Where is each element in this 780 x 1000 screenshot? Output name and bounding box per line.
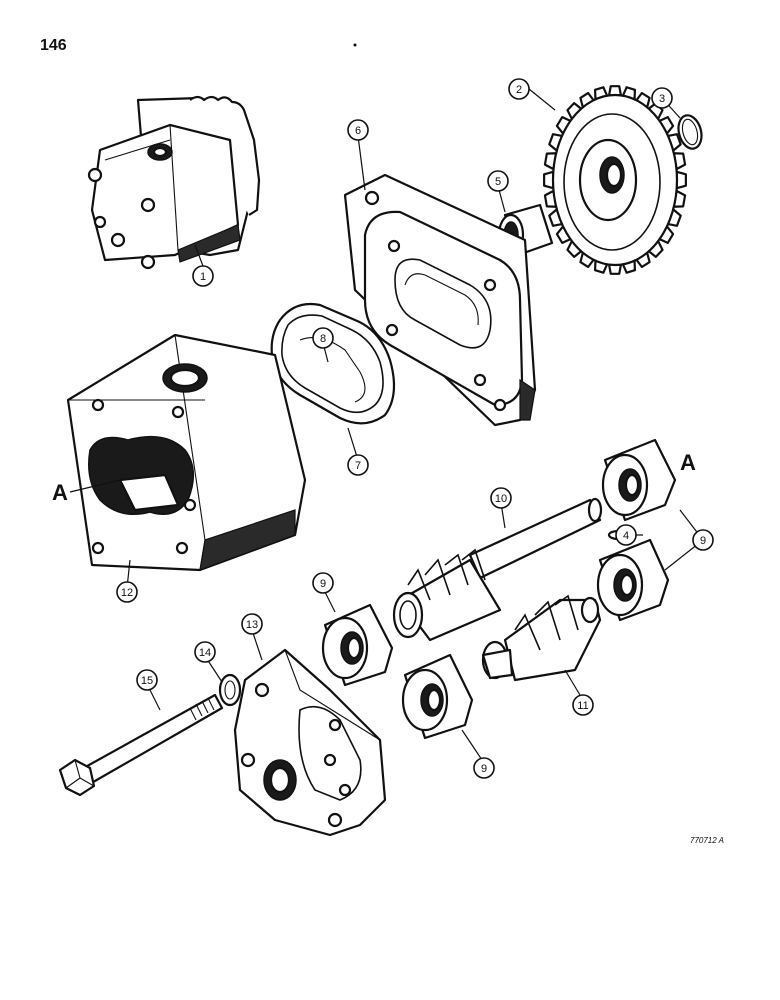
callout-label: 7 — [355, 460, 361, 472]
callout-label: 11 — [577, 700, 588, 712]
snap-ring-part-3 — [677, 114, 703, 150]
callout-6: 6 — [347, 119, 369, 141]
bearing-part-9-upper — [601, 438, 677, 522]
callout-9: 9 — [473, 757, 495, 779]
assembled-pump-part-1 — [87, 95, 261, 270]
callout-15: 15 — [136, 669, 158, 691]
bolt-part-15 — [58, 693, 224, 797]
callout-2: 2 — [508, 78, 530, 100]
callout-label: 4 — [623, 530, 629, 542]
callout-label: 5 — [495, 176, 501, 188]
callout-5: 5 — [487, 170, 509, 192]
callout-13: 13 — [241, 613, 263, 635]
callout-label: 15 — [141, 675, 153, 687]
end-cover-part-13 — [233, 648, 387, 837]
callout-7: 7 — [347, 454, 369, 476]
mounting-plate-part-6 — [343, 173, 537, 427]
washer-part-14 — [218, 673, 242, 707]
callout-label: 14 — [199, 647, 211, 659]
callout-11: 11 — [572, 694, 594, 716]
callout-1: 1 — [192, 265, 214, 287]
callout-label: 9 — [481, 763, 487, 775]
page-number: 146 — [40, 37, 67, 54]
callout-label: 12 — [121, 587, 133, 599]
callout-label: 6 — [355, 125, 361, 137]
callout-label: 9 — [700, 535, 706, 547]
section-leader-left — [69, 479, 121, 493]
callout-14: 14 — [194, 641, 216, 663]
callout-label: 9 — [320, 578, 326, 590]
drive-gear-part-2 — [543, 85, 687, 275]
callout-label: 2 — [516, 84, 522, 96]
drive-shaft-part-10 — [392, 497, 603, 642]
callout-4: 4 — [615, 524, 637, 546]
callout-label: 1 — [200, 271, 206, 283]
speck — [353, 43, 357, 47]
bearing-part-9-right — [596, 538, 670, 622]
pump-body-part-12 — [66, 333, 307, 572]
section-mark-right: A — [680, 450, 696, 475]
callout-8: 8 — [312, 327, 334, 349]
drawing-number: 770712 A — [690, 836, 724, 845]
bearing-part-9-left — [321, 603, 394, 687]
callout-label: 3 — [659, 93, 665, 105]
callout-12: 12 — [116, 581, 138, 603]
section-mark-left: A — [52, 480, 68, 505]
idler-gear-part-11 — [481, 594, 602, 682]
callout-9: 9 — [692, 529, 714, 551]
callout-label: 13 — [246, 619, 258, 631]
callout-9: 9 — [312, 572, 334, 594]
bearing-part-9-lower — [401, 653, 474, 740]
callout-label: 10 — [495, 493, 507, 505]
callout-10: 10 — [490, 487, 512, 509]
callout-label: 8 — [320, 333, 326, 345]
callout-3: 3 — [651, 87, 673, 109]
